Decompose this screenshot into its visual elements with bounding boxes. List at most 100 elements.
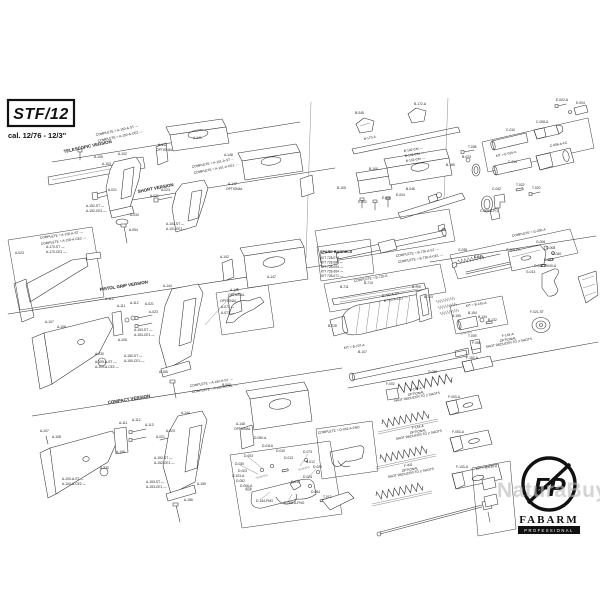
part-label: B-046 [406, 187, 415, 191]
part-label: A-100-A-ST — [62, 477, 84, 481]
watermark-text: NaturaBuy [497, 479, 600, 502]
part-label: A-107 [45, 320, 54, 324]
brand-name: FABARM [519, 514, 578, 526]
part-label: A-108 [57, 325, 66, 329]
part-label: E-002 [358, 200, 367, 204]
pistol-grip-drawing [158, 238, 309, 399]
part-label: A-023 [161, 188, 170, 192]
part-label: COMPLETE = B-730-A-ST — [396, 247, 440, 258]
receiver-covers-drawing [355, 148, 466, 220]
part-label: COMPLETE = A-150-A-CE1 — [192, 383, 238, 394]
part-label: B-147 [358, 350, 367, 354]
part-label: C-042 [492, 187, 501, 191]
forend-drawing [323, 263, 460, 337]
part-label: A-153-CE1 — [134, 333, 155, 337]
part-label: A-150-ST — [124, 354, 143, 358]
part-label: COMPACT VERSION [107, 393, 150, 405]
fixed-stock-drawing [31, 310, 153, 390]
brand-tagline-bar [518, 526, 580, 534]
part-label: C-014 [508, 160, 517, 164]
skeleton-stock-drawing [7, 226, 105, 323]
part-label: B-705 [412, 285, 421, 289]
choke-kit-drawing [460, 103, 595, 221]
part-label: A-142 [158, 143, 167, 147]
part-label: D-011A [262, 444, 274, 448]
part-label: B-023 [462, 155, 471, 159]
brand-logo: FP FABARM PROFESSIONAL [518, 456, 580, 534]
part-label: A-107 [40, 429, 49, 433]
part-label: A-021 [150, 194, 159, 198]
part-label: KIT 728.064 — [321, 270, 344, 274]
part-label: F-002 [386, 382, 395, 386]
part-label: B-134 [478, 315, 487, 319]
part-label: C-008-A-FC [549, 141, 568, 148]
part-label: B-711 [340, 285, 349, 289]
sights-rib-drawing [351, 107, 461, 155]
part-label: OPTIONAL [220, 299, 237, 303]
part-label: D-005-A-FNO [284, 501, 305, 505]
part-label: A-113 [145, 423, 154, 427]
part-label: G-040 [552, 252, 561, 256]
part-label: A-230 [95, 352, 104, 356]
part-label: F-021-ST [530, 310, 544, 314]
part-label: B-105 [337, 186, 346, 190]
part-label: G-043 [544, 258, 553, 262]
part-label: A-153-ST — [146, 480, 165, 484]
part-label: COMPLETE = B-720-A [354, 274, 389, 283]
logo-slash [526, 462, 572, 505]
part-label: A-155 [197, 482, 206, 486]
part-label: G-008 [546, 246, 555, 250]
part-label: PISTOL GRIP VERSION [99, 279, 148, 292]
part-label: A-155 [159, 370, 168, 374]
part-label: A-148 [236, 422, 245, 426]
part-label: T-022 [516, 183, 525, 187]
part-label: B-045 [355, 111, 364, 115]
part-label: KIT = B-707-A [344, 343, 366, 350]
part-label: G-005-FC [506, 248, 521, 252]
part-label: A-170-CE2 — [46, 250, 67, 254]
part-label: COMPLETE = G-030-A [511, 227, 546, 238]
part-label: F-153-A [466, 356, 479, 360]
part-label: D-020 [313, 465, 322, 469]
part-label: A-034 [130, 213, 139, 217]
part-label: D-052 [236, 479, 245, 483]
part-label: A-153-CE1 — [146, 485, 167, 489]
logo-circle [521, 456, 577, 512]
part-label: A-054 [129, 228, 138, 232]
part-label: A-106 [116, 450, 125, 454]
part-label: A-142 [228, 182, 237, 186]
brand-tagline: PROFESSIONAL [524, 528, 573, 533]
part-label: B-170-A [363, 135, 376, 141]
part-label: KIT 728.084 — [321, 261, 344, 265]
part-label: SHORT VERSION [137, 182, 174, 194]
bolt-group-drawing [449, 228, 599, 304]
part-label: B-142-CM — [405, 151, 425, 158]
part-label: A-105 [94, 155, 103, 159]
part-label: B-720-A-CE1 — [384, 295, 409, 303]
part-label: F-053-A [452, 430, 465, 434]
part-label: T-039 [468, 334, 477, 338]
part-label: A-023 [149, 310, 158, 314]
part-label: E-005 [382, 196, 391, 200]
part-label: A-072 — [221, 305, 235, 309]
part-label: A-156 [184, 498, 193, 502]
part-label: D-013 [284, 456, 293, 460]
part-label: F-154-A [409, 386, 422, 392]
logo-fp-text: FP [533, 472, 566, 502]
part-label: G-006 [536, 240, 545, 244]
part-label: B-154 [468, 311, 477, 315]
part-label: C-008-A [536, 120, 549, 124]
part-label: E-040-A [544, 264, 557, 268]
part-label: A-170-ST — [46, 245, 65, 249]
part-label: OPTIONAL [407, 390, 424, 397]
part-label: OPTIONAL [228, 293, 245, 297]
part-label: B-728 [328, 324, 337, 328]
part-label: G-050 [428, 370, 437, 374]
part-label: G-010 [534, 264, 543, 268]
part-label: A-021 [156, 435, 165, 439]
part-label: D-006-A [240, 484, 253, 488]
part-label: A-109-A-ST — [95, 360, 117, 364]
telescopic-version-drawing [47, 148, 146, 244]
